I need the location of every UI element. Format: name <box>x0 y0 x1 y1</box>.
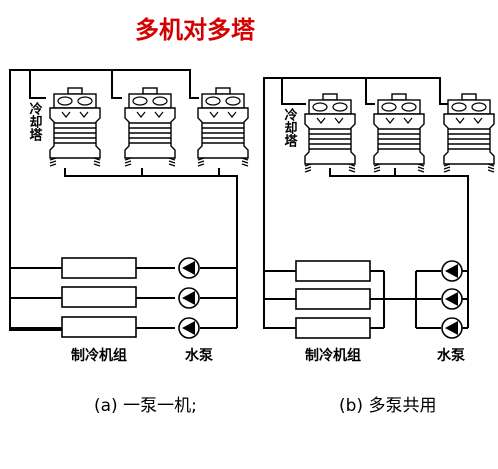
panel-a-chiller-1 <box>61 257 137 279</box>
page-title: 多机对多塔 <box>135 16 256 44</box>
panel-a-pump-label: 水泵 <box>185 347 213 364</box>
panel-a-pump-2 <box>178 287 200 309</box>
panel-b-cooling-tower-2 <box>373 93 425 173</box>
panel-a-cooling-tower-2 <box>124 87 176 167</box>
panel-a-pump-1 <box>178 257 200 279</box>
panel-b-chiller-label: 制冷机组 <box>305 347 361 364</box>
panel-b-tower-label: 冷却塔 <box>282 107 298 147</box>
panel-b-chiller-3 <box>295 317 371 339</box>
panel-b-chiller-1 <box>295 260 371 282</box>
panel-a-caption: (a) 一泵一机; <box>94 396 197 416</box>
panel-a-pump-3 <box>178 317 200 339</box>
panel-a-cooling-tower-3 <box>197 87 249 167</box>
panel-b <box>263 77 469 329</box>
panel-a-chiller-3 <box>61 316 137 338</box>
panel-a-chiller-label: 制冷机组 <box>71 347 127 364</box>
panel-b-return-pipe <box>329 168 469 328</box>
panel-b-pump-3 <box>441 317 463 339</box>
panel-b-cooling-tower-1 <box>304 93 356 173</box>
panel-b-chiller-2 <box>295 288 371 310</box>
panel-b-pump-label: 水泵 <box>437 347 465 364</box>
panel-b-pump-1 <box>441 260 463 282</box>
panel-a-cooling-tower-1 <box>49 87 101 167</box>
panel-a-return-pipe <box>64 168 238 328</box>
panel-b-pump-2 <box>441 288 463 310</box>
panel-b-cooling-tower-3 <box>443 93 495 173</box>
panel-a-chiller-2 <box>61 286 137 308</box>
panel-a-tower-label: 冷却塔 <box>27 101 43 141</box>
panel-b-caption: (b) 多泵共用 <box>339 396 436 416</box>
panel-a <box>9 69 238 331</box>
